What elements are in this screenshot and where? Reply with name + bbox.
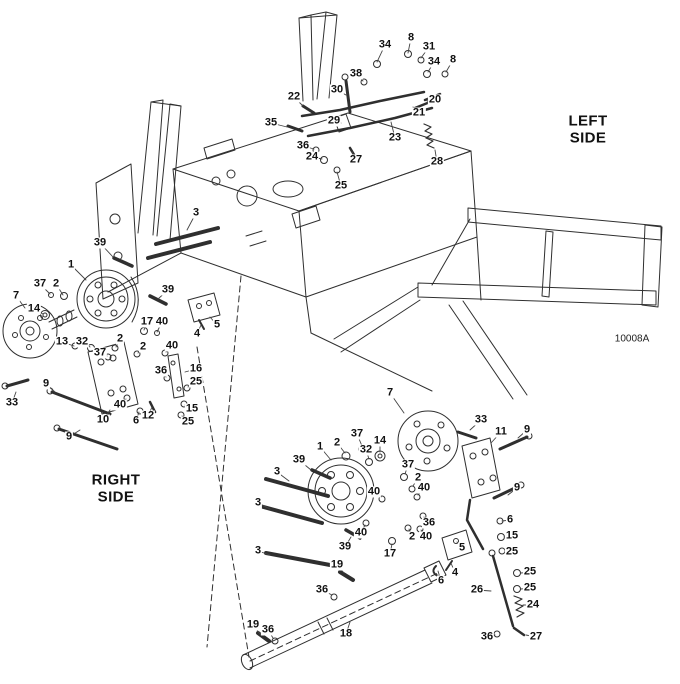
callout-40: 40	[366, 485, 382, 498]
callout-1: 1	[66, 258, 76, 271]
callout-3: 3	[253, 544, 263, 557]
callout-5: 5	[212, 318, 222, 331]
callout-13: 13	[54, 335, 70, 348]
callout-4: 4	[450, 566, 460, 579]
callout-6: 6	[436, 574, 446, 587]
frame-art	[95, 11, 663, 662]
callout-36: 36	[153, 364, 169, 377]
callout-2: 2	[413, 471, 423, 484]
callout-17: 17	[382, 547, 398, 560]
callout-39: 39	[92, 236, 108, 249]
callout-39: 39	[160, 283, 176, 296]
callout-25: 25	[180, 415, 196, 428]
callout-10: 10	[95, 413, 111, 426]
callout-31: 31	[421, 40, 437, 53]
callout-7: 7	[11, 289, 21, 302]
callout-9: 9	[522, 423, 532, 436]
callout-22: 22	[286, 90, 302, 103]
callout-2: 2	[138, 340, 148, 353]
callout-34: 34	[377, 38, 393, 51]
callout-36: 36	[295, 139, 311, 152]
right-side-label: RIGHT SIDE	[91, 471, 141, 505]
callout-32: 32	[74, 335, 90, 348]
callout-21: 21	[411, 106, 427, 119]
callout-18: 18	[338, 627, 354, 640]
callout-40: 40	[418, 530, 434, 543]
callout-6: 6	[505, 513, 515, 526]
callout-35: 35	[263, 116, 279, 129]
callout-24: 24	[525, 598, 541, 611]
callout-25: 25	[333, 179, 349, 192]
callout-40: 40	[416, 481, 432, 494]
callout-25: 25	[522, 565, 538, 578]
callout-27: 27	[348, 153, 364, 166]
callout-8: 8	[448, 53, 458, 66]
callout-28: 28	[429, 155, 445, 168]
callout-25: 25	[188, 375, 204, 388]
callout-37: 37	[32, 277, 48, 290]
callout-36: 36	[479, 630, 495, 643]
callout-11: 11	[494, 425, 508, 438]
callout-37: 37	[349, 427, 365, 440]
callout-7: 7	[385, 386, 395, 399]
callout-38: 38	[348, 67, 364, 80]
callout-33: 33	[473, 413, 489, 426]
callout-3: 3	[253, 496, 263, 509]
callout-19: 19	[329, 558, 345, 571]
callout-2: 2	[51, 277, 61, 290]
callout-30: 30	[329, 83, 345, 96]
callout-39: 39	[337, 540, 353, 553]
callout-9: 9	[64, 430, 74, 443]
callout-33: 33	[4, 396, 20, 409]
callout-40: 40	[112, 398, 128, 411]
callout-1: 1	[315, 440, 325, 453]
callout-32: 32	[358, 443, 374, 456]
callout-36: 36	[260, 623, 276, 636]
callout-23: 23	[387, 131, 403, 144]
drawing-number: 10008A	[614, 333, 650, 345]
callout-24: 24	[304, 150, 320, 163]
callout-2: 2	[332, 436, 342, 449]
callout-40: 40	[353, 526, 369, 539]
callout-15: 15	[184, 402, 200, 415]
callout-17: 17	[139, 315, 155, 328]
callout-37: 37	[400, 458, 416, 471]
callout-25: 25	[504, 545, 520, 558]
callout-4: 4	[192, 327, 202, 340]
callout-6: 6	[131, 414, 141, 427]
callout-14: 14	[26, 302, 42, 315]
brake-linkage-art	[286, 50, 449, 174]
callout-12: 12	[140, 409, 156, 422]
callout-2: 2	[407, 530, 417, 543]
callout-15: 15	[504, 529, 520, 542]
left-side-assembly-art	[240, 410, 533, 671]
callout-2: 2	[115, 332, 125, 345]
callout-16: 16	[188, 362, 204, 375]
callout-8: 8	[406, 31, 416, 44]
callout-39: 39	[291, 453, 307, 466]
callout-26: 26	[469, 583, 485, 596]
callout-25: 25	[522, 581, 538, 594]
callout-3: 3	[272, 465, 282, 478]
left-side-label: LEFT SIDE	[568, 112, 608, 146]
callout-36: 36	[314, 583, 330, 596]
callout-5: 5	[457, 541, 467, 554]
callout-40: 40	[164, 339, 180, 352]
callout-19: 19	[245, 618, 261, 631]
callout-37: 37	[92, 346, 108, 359]
callout-29: 29	[326, 114, 342, 127]
callout-36: 36	[421, 516, 437, 529]
callout-20: 20	[427, 93, 443, 106]
callout-3: 3	[191, 206, 201, 219]
callout-9: 9	[41, 377, 51, 390]
callout-27: 27	[528, 630, 544, 643]
callout-40: 40	[154, 315, 170, 328]
callout-34: 34	[426, 55, 442, 68]
callout-9: 9	[512, 481, 522, 494]
callout-14: 14	[372, 434, 388, 447]
